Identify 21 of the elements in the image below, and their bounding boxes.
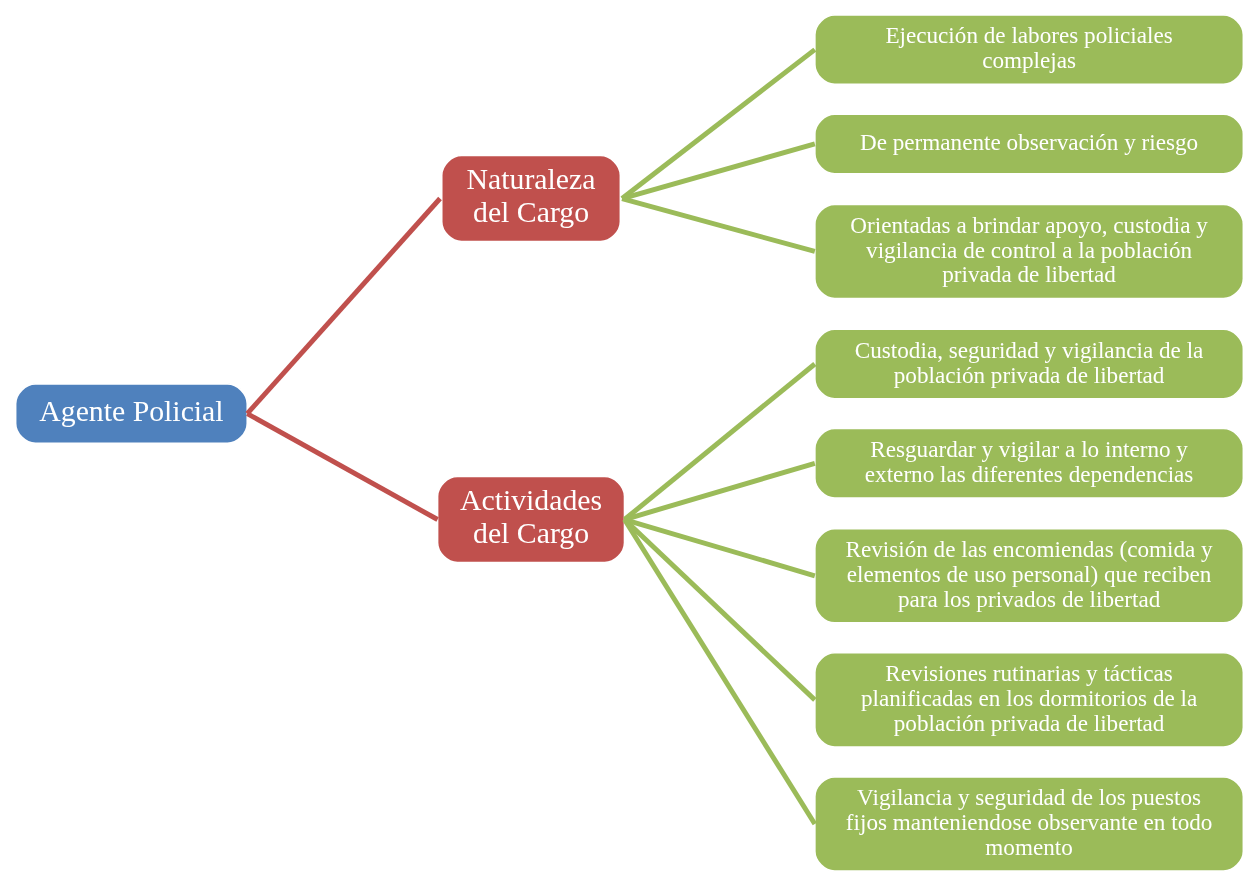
node-box: Orientadas a brindar apoyo, custodia y vigilancia de control a la población privada de libertad	[814, 203, 1245, 300]
connector	[622, 362, 817, 522]
connector	[622, 517, 817, 702]
connector	[621, 141, 816, 201]
node-box: Ejecución de labores policiales complejas	[814, 14, 1245, 86]
node-box: Vigilancia y seguridad de los puestos fijos manteniendose observante en todo momento	[814, 776, 1245, 872]
connector	[621, 196, 816, 254]
node-box: Custodia, seguridad y vigilancia de la población privada de libertad	[814, 328, 1245, 400]
node-box: Naturaleza del Cargo	[440, 154, 622, 243]
connector	[623, 517, 816, 579]
node-box: Resguardar y vigilar a lo interno y externo las diferentes dependencias	[814, 427, 1245, 499]
connector	[245, 196, 442, 416]
connector	[622, 518, 817, 826]
connector	[246, 411, 439, 522]
node-box: Actividades del Cargo	[436, 475, 626, 564]
connector	[620, 47, 817, 201]
node-box: Revisiones rutinarias y tácticas planificadas en los dormitorios de la población privada de libertad	[814, 651, 1245, 748]
node-box: Revisión de las encomiendas (comida y elementos de uso personal) que reciben para los privados de libertad	[814, 527, 1245, 624]
node-box: Agente Policial	[14, 383, 249, 445]
connector	[623, 460, 816, 522]
node-box: De permanente observación y riesgo	[814, 113, 1245, 175]
